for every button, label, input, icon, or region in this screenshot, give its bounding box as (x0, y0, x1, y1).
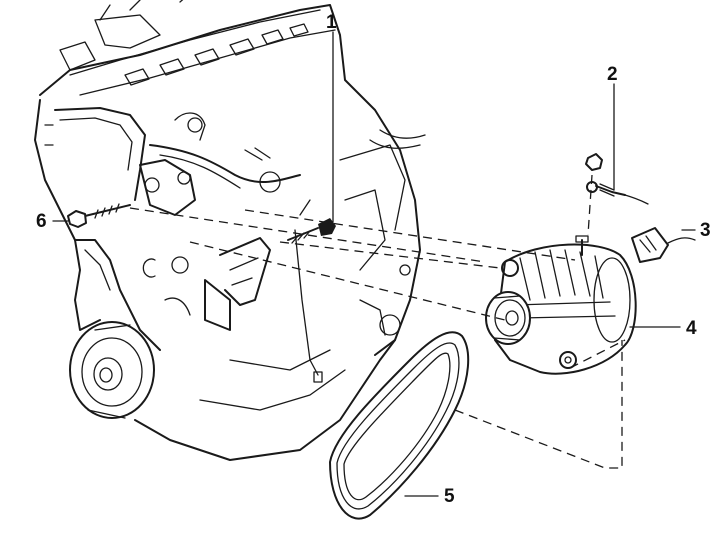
leader-lines (52, 31, 696, 497)
callout-2: 2 (607, 64, 618, 85)
mounting-bolt (287, 218, 336, 244)
callout-5: 5 (444, 486, 455, 507)
pivot-bolt (67, 203, 131, 228)
terminal-nut-and-wire (585, 153, 649, 205)
callout-1: 1 (326, 12, 337, 33)
alternator (485, 235, 637, 375)
callout-6: 6 (36, 211, 47, 232)
crankshaft-pulley (69, 321, 155, 419)
callout-3: 3 (700, 220, 711, 241)
assembly-guide-lines (129, 174, 626, 469)
wiring-connector (631, 227, 696, 263)
engine-block (34, 0, 426, 461)
drive-belt (329, 331, 470, 520)
callout-4: 4 (686, 318, 697, 339)
